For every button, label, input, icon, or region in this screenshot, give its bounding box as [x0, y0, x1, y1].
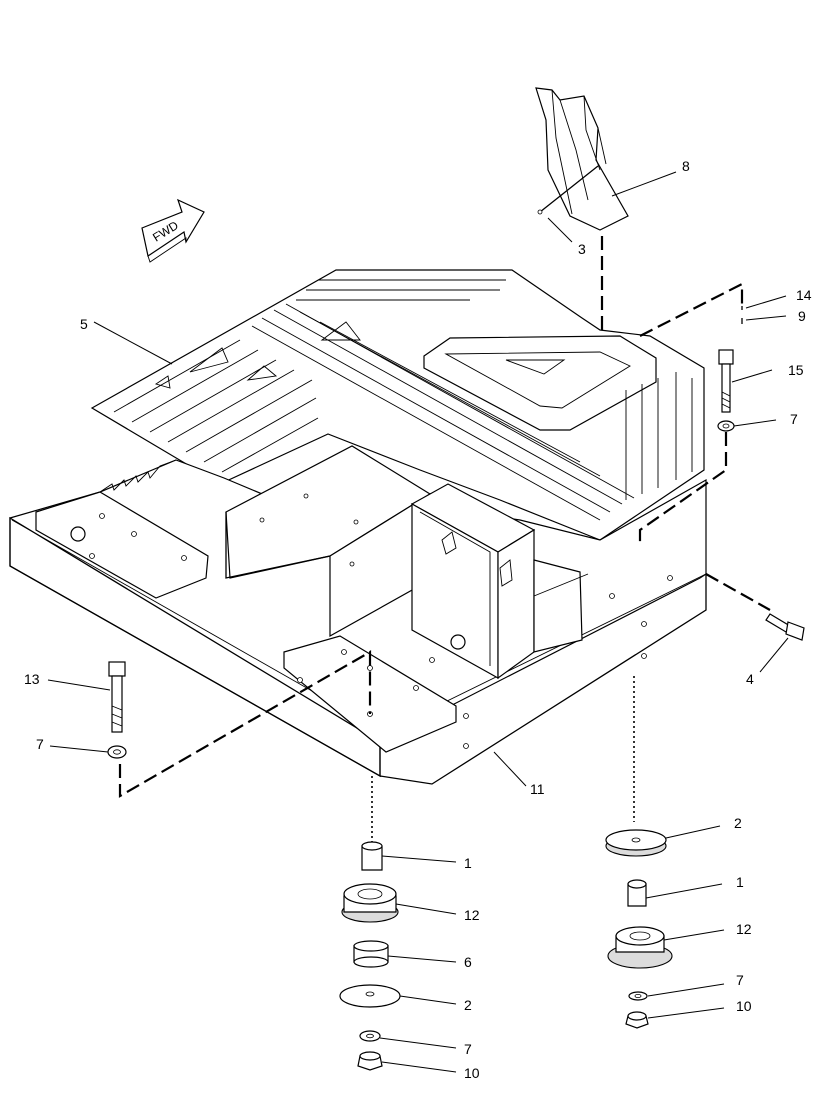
- callout-7-bottom-left: 7: [464, 1041, 472, 1057]
- callout-5: 5: [80, 316, 88, 332]
- callout-7-left: 7: [36, 736, 44, 752]
- callout-1-right: 1: [736, 874, 744, 890]
- callout-15: 15: [788, 362, 804, 378]
- bolt-13-part: [107, 661, 127, 759]
- assembly-centerlines: [118, 236, 771, 846]
- callout-2-left: 2: [464, 997, 472, 1013]
- leader-lines: [47, 171, 789, 1073]
- fwd-arrow-icon: FWD: [141, 198, 205, 263]
- callout-13: 13: [24, 671, 40, 687]
- callout-3: 3: [578, 241, 586, 257]
- callout-10-left: 10: [464, 1065, 480, 1081]
- callout-4: 4: [746, 671, 754, 687]
- callout-10-right: 10: [736, 998, 752, 1014]
- callout-7-upper-right: 7: [790, 411, 798, 427]
- callout-labels: 8 3 5 14 9 15 7 4 13 7 11 2 1 1 12 12 6 …: [24, 158, 812, 1081]
- callout-8: 8: [682, 158, 690, 174]
- callout-12-left: 12: [464, 907, 480, 923]
- left-mount-stack: [339, 841, 401, 1071]
- bolt-4-part: [765, 613, 805, 641]
- right-mount-stack: [605, 829, 673, 1029]
- callout-9: 9: [798, 308, 806, 324]
- callout-11: 11: [530, 781, 545, 797]
- callout-1-left: 1: [464, 855, 472, 871]
- guard-plate-part: [535, 87, 629, 231]
- bolt-15-part: [717, 349, 735, 432]
- callout-6: 6: [464, 954, 472, 970]
- floor-mat-part: [90, 269, 705, 549]
- callout-2-right: 2: [734, 815, 742, 831]
- callout-14: 14: [796, 287, 812, 303]
- callout-12-right: 12: [736, 921, 752, 937]
- callout-7-right: 7: [736, 972, 744, 988]
- control-box-part: [410, 483, 589, 680]
